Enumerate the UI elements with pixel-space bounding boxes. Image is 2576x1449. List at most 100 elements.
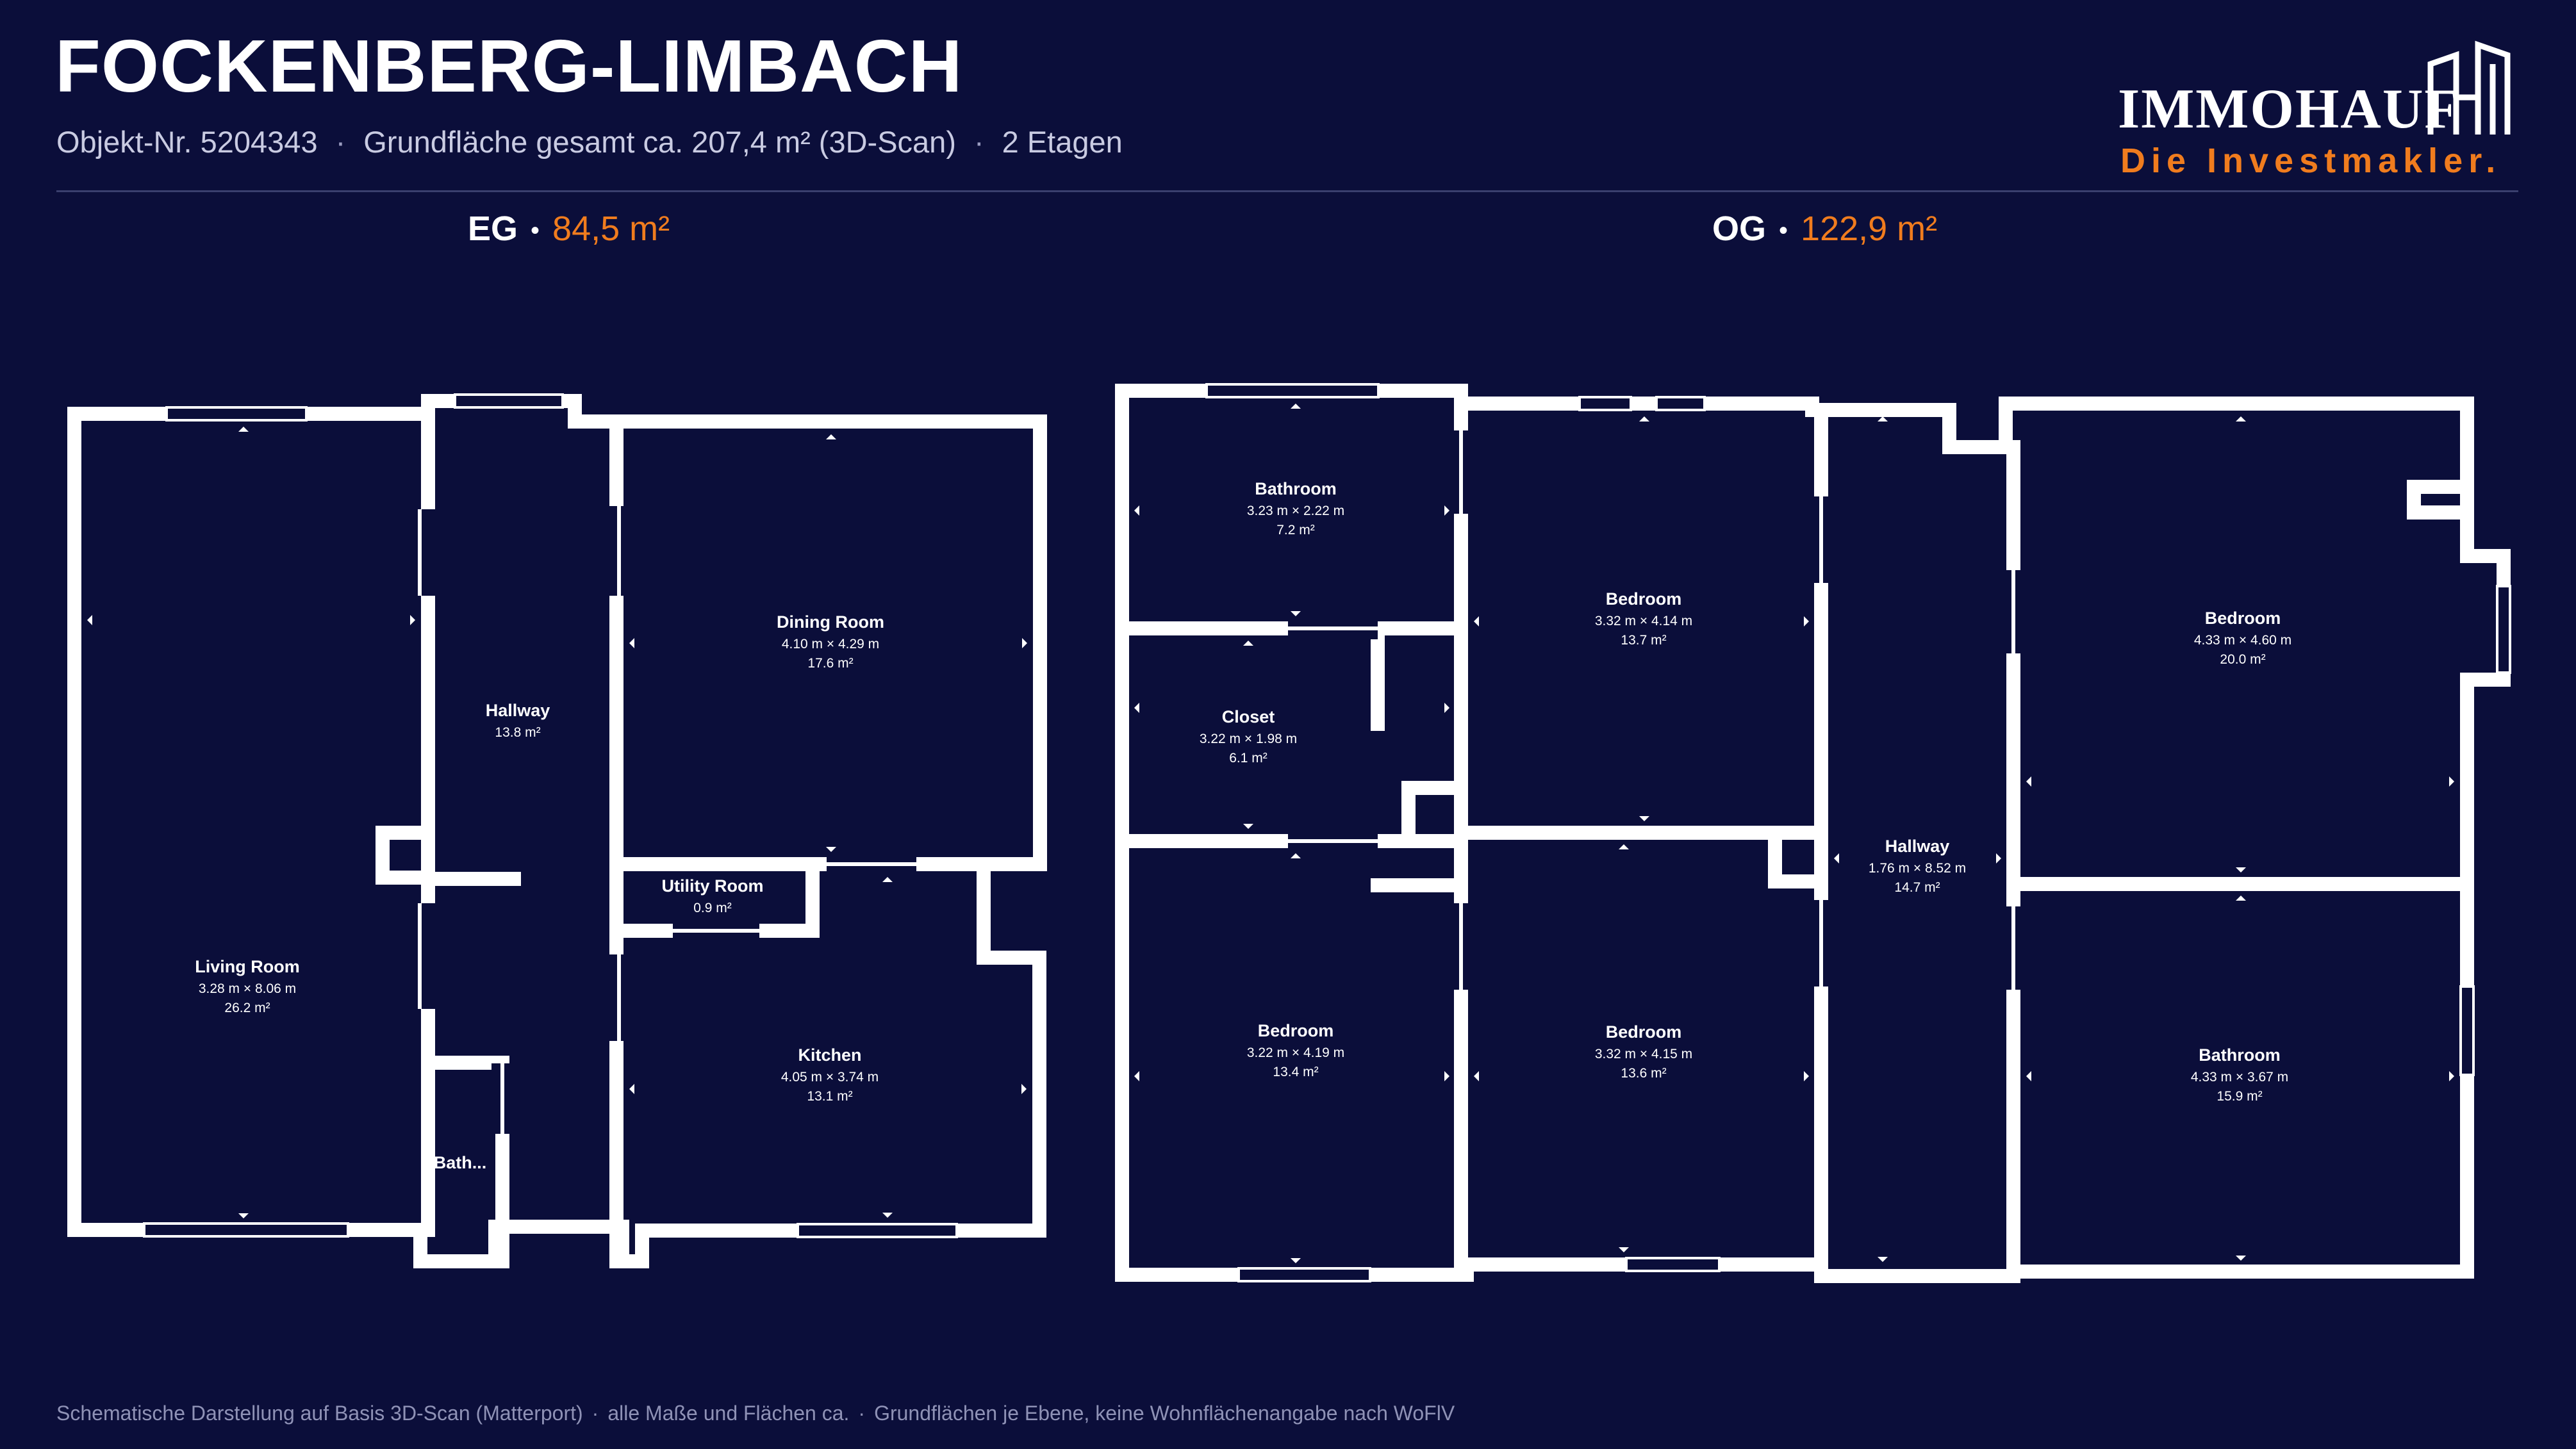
eg-window	[454, 393, 564, 409]
dimension-tick	[2236, 867, 2246, 872]
room-name-bathroom: Bathroom	[1255, 479, 1337, 498]
room-area: 26.2 m²	[224, 1001, 270, 1015]
dimension-tick	[238, 427, 249, 432]
brand-logo: IMMOHAUF Die Investmakler.	[2118, 38, 2528, 186]
floor-plan-og: Bathroom 3.23 m × 2.22 m 7.2 m² Closet 3…	[1115, 383, 2511, 1283]
dimension-tick	[1474, 1071, 1479, 1081]
dimension-tick	[629, 1084, 634, 1094]
dimension-tick	[1243, 641, 1253, 646]
og-window	[1655, 396, 1706, 411]
room-area: 7.2 m²	[1276, 523, 1315, 537]
room-dims: 3.22 m × 1.98 m	[1200, 732, 1297, 746]
object-number: Objekt-Nr. 5204343	[56, 125, 318, 159]
dimension-tick	[1878, 416, 1888, 422]
dimension-tick	[629, 638, 634, 648]
room-dims: 3.23 m × 2.22 m	[1247, 503, 1344, 518]
footer-note-area: Grundflächen je Ebene, keine Wohnflächen…	[874, 1402, 1455, 1425]
room-area: 13.4 m²	[1273, 1065, 1318, 1079]
floor-count: 2 Etagen	[1002, 125, 1123, 159]
og-window	[1237, 1267, 1371, 1282]
dimension-tick	[2236, 1256, 2246, 1261]
dimension-tick	[2449, 776, 2454, 787]
room-area: 6.1 m²	[1229, 751, 1267, 765]
floor-label-og: OG•122,9 m²	[1712, 209, 1937, 249]
dimension-tick	[826, 847, 836, 852]
room-name-closet: Closet	[1222, 707, 1275, 726]
eg-window	[143, 1222, 349, 1238]
room-area: 13.6 m²	[1621, 1066, 1666, 1081]
dimension-tick	[826, 434, 836, 439]
room-dims: 4.10 m × 4.29 m	[782, 637, 879, 651]
dimension-tick	[882, 1213, 893, 1218]
floor-label-eg: EG • 84,5 m²	[468, 209, 670, 249]
floor-name: OG	[1712, 209, 1767, 248]
room-name-hallway: Hallway	[486, 701, 550, 720]
dimension-tick	[1134, 505, 1139, 516]
logo-wordmark: IMMOHAUF	[2118, 78, 2461, 140]
room-dims: 3.32 m × 4.15 m	[1595, 1047, 1692, 1061]
floor-area: 84,5 m²	[552, 209, 670, 248]
footer-note-approx: alle Maße und Flächen ca.	[607, 1402, 850, 1425]
room-area: 20.0 m²	[2220, 652, 2265, 667]
og-wall	[2407, 480, 2474, 520]
room-name-utility-room: Utility Room	[662, 876, 764, 896]
dimension-tick	[2026, 776, 2031, 787]
room-name-bedroom: Bedroom	[1258, 1021, 1334, 1040]
subtitle: Objekt-Nr. 5204343 · Grundfläche gesamt ca…	[56, 124, 1123, 160]
room-area: 13.8 m²	[495, 725, 540, 740]
og-window	[2459, 985, 2475, 1076]
dimension-tick	[410, 615, 415, 625]
room-dims: 3.32 m × 4.14 m	[1595, 614, 1692, 628]
room-name-bath: Bath...	[434, 1153, 487, 1172]
dimension-tick	[1291, 853, 1301, 858]
page-title: FOCKENBERG-LIMBACH	[55, 24, 963, 108]
dimension-tick	[1444, 703, 1449, 713]
room-area: 0.9 m²	[693, 901, 732, 915]
separator: ·	[335, 125, 346, 159]
dimension-tick	[1022, 638, 1027, 648]
header-divider	[56, 190, 2518, 192]
dimension-tick	[1619, 844, 1629, 849]
room-name-bedroom: Bedroom	[2205, 609, 2281, 628]
floor-name: EG	[468, 209, 518, 248]
room-dims: 4.33 m × 4.60 m	[2194, 633, 2291, 648]
room-name-hallway: Hallway	[1885, 837, 1950, 856]
eg-outer-wall	[67, 394, 1047, 1268]
dimension-tick	[1291, 1258, 1301, 1263]
room-name-bedroom: Bedroom	[1606, 589, 1682, 609]
room-area: 17.6 m²	[807, 656, 853, 671]
room-dims: 3.28 m × 8.06 m	[199, 981, 296, 996]
logo-tagline: Die Investmakler.	[2120, 142, 2502, 180]
dimension-tick	[1474, 616, 1479, 626]
dimension-tick	[1639, 416, 1649, 422]
dimension-tick	[1804, 616, 1809, 626]
separator: •	[531, 217, 540, 245]
og-window	[1205, 383, 1380, 398]
dimension-tick	[1291, 611, 1301, 616]
dimension-tick	[2236, 416, 2246, 422]
dimension-tick	[1134, 703, 1139, 713]
footer-note: Schematische Darstellung auf Basis 3D-Sc…	[56, 1402, 1455, 1425]
room-name-bathroom: Bathroom	[2199, 1045, 2281, 1065]
room-name-kitchen: Kitchen	[798, 1045, 861, 1065]
eg-door	[606, 954, 627, 1041]
og-wall	[1401, 781, 1462, 848]
dimension-tick	[1834, 853, 1839, 864]
room-area: 13.1 m²	[807, 1089, 852, 1104]
dimension-tick	[1619, 1247, 1629, 1252]
dimension-tick	[87, 615, 92, 625]
og-window	[1625, 1257, 1721, 1272]
floor-area: 122,9 m²	[1801, 209, 1938, 248]
dimension-tick	[1804, 1071, 1809, 1081]
dimension-tick	[2236, 896, 2246, 901]
total-area: Grundfläche gesamt ca. 207,4 m² (3D-Scan…	[363, 125, 956, 159]
room-name-bedroom: Bedroom	[1606, 1022, 1682, 1042]
room-area: 13.7 m²	[1621, 633, 1666, 648]
dimension-tick	[1243, 824, 1253, 829]
dimension-tick	[882, 877, 893, 882]
dimension-tick	[1291, 404, 1301, 409]
room-area: 14.7 m²	[1894, 880, 1940, 895]
eg-window	[797, 1223, 958, 1238]
dimension-tick	[238, 1213, 249, 1218]
